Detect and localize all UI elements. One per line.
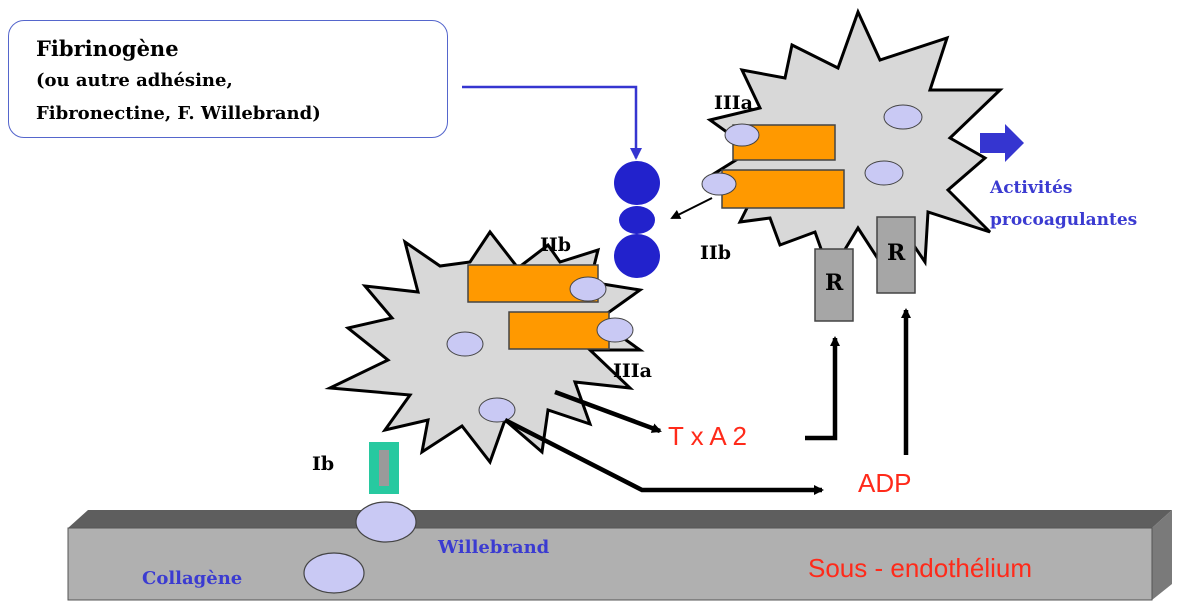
binding-arrow	[670, 197, 713, 219]
granule	[596, 317, 634, 343]
label-iiia-top: IIIa	[714, 92, 753, 114]
callout-title: Fibrinogène	[36, 36, 179, 61]
label-iib-right: IIb	[700, 242, 732, 264]
receptor-r-right	[876, 216, 916, 294]
label-r-right: R	[887, 240, 906, 266]
subendothelium-wall	[67, 510, 1172, 601]
label-adp: ADP	[858, 468, 912, 498]
callout-connector-arrow	[462, 85, 642, 160]
receptor-iib-right	[721, 169, 845, 209]
label-iib-left: IIb	[540, 234, 572, 256]
receptor-r-left	[814, 248, 854, 322]
adp-release-arrow	[503, 417, 824, 495]
collagen-fiber	[303, 552, 365, 594]
granule	[446, 331, 484, 357]
granule	[478, 397, 516, 423]
fibrinogen-callout	[8, 20, 448, 138]
fibrinogen-molecule	[614, 161, 660, 278]
granule	[883, 104, 923, 130]
txa2-to-r-arrow	[805, 336, 840, 441]
granule	[569, 276, 607, 302]
callout-line2: (ou autre adhésine,	[36, 70, 233, 91]
granule	[864, 160, 904, 186]
granule	[724, 123, 760, 147]
label-willebrand: Willebrand	[438, 537, 550, 558]
procoagulant-arrow	[980, 124, 1024, 162]
granule	[701, 172, 737, 196]
label-sous-endothelium: Sous - endothélium	[808, 553, 1033, 583]
txa2-release-arrow	[554, 389, 662, 434]
label-activites: Activités	[990, 178, 1073, 198]
willebrand-factor	[355, 501, 417, 543]
label-txa2: T x A 2	[668, 421, 748, 451]
label-procoagulantes: procoagulantes	[990, 210, 1138, 230]
receptor-ib-core	[379, 450, 389, 486]
label-r-left: R	[825, 270, 844, 296]
label-ib: Ib	[312, 453, 335, 475]
label-iiia-bottom: IIIa	[613, 360, 652, 382]
label-collagene: Collagène	[142, 568, 243, 589]
callout-line3: Fibronectine, F. Willebrand)	[36, 103, 321, 124]
receptor-iiia-left	[508, 311, 610, 350]
